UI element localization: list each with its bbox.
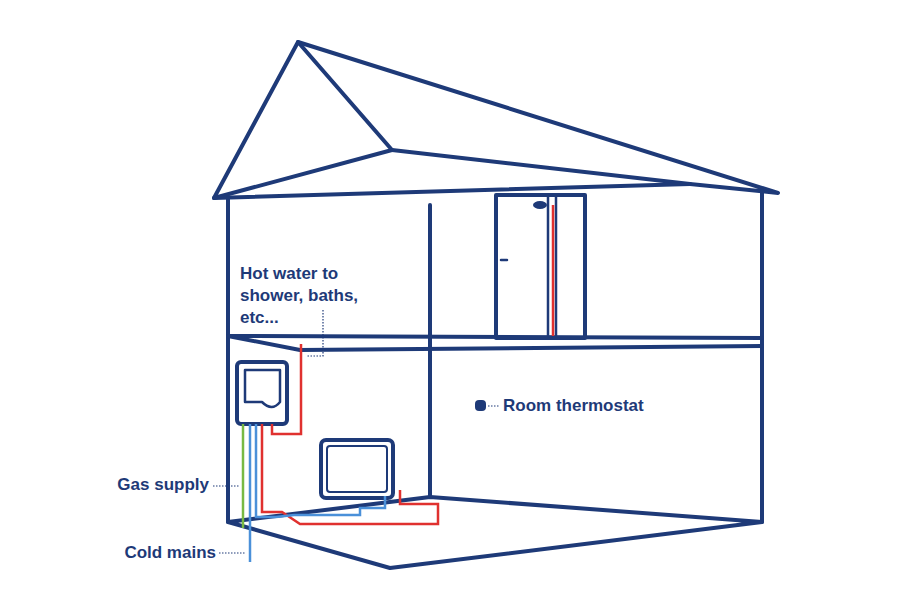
- hot-pipe: [552, 205, 555, 336]
- callout-label: Room thermostat: [503, 395, 644, 417]
- leader-line: [488, 405, 500, 406]
- leader-line: [213, 485, 239, 486]
- callout-label: Hot water to shower, baths, etc...: [240, 263, 400, 329]
- shower-cubicle: [496, 195, 585, 338]
- return-pipe: [256, 424, 385, 517]
- roof-slope: [298, 42, 778, 193]
- gas-pipe: [242, 424, 245, 528]
- eaves: [214, 184, 690, 198]
- leader-line: [219, 552, 246, 553]
- callout-label: Gas supply: [117, 474, 209, 496]
- boiler: [237, 362, 287, 424]
- door-handle: [501, 259, 507, 262]
- hot-pipe: [272, 344, 301, 434]
- flow-pipe: [262, 424, 438, 524]
- room-thermostat: [475, 400, 486, 411]
- radiator-panel: [327, 446, 387, 492]
- ground-floor: [228, 497, 762, 568]
- roof-gable: [214, 42, 392, 198]
- cold-mains-pipe: [249, 424, 252, 562]
- shower-head: [533, 201, 547, 209]
- boiler-panel: [245, 370, 280, 407]
- leader-line: [306, 310, 323, 356]
- wall: [226, 198, 230, 522]
- wall: [428, 205, 432, 497]
- shower-door: [548, 197, 556, 336]
- callout-label: Cold mains: [124, 542, 216, 564]
- wall: [760, 190, 764, 522]
- radiator: [321, 440, 393, 498]
